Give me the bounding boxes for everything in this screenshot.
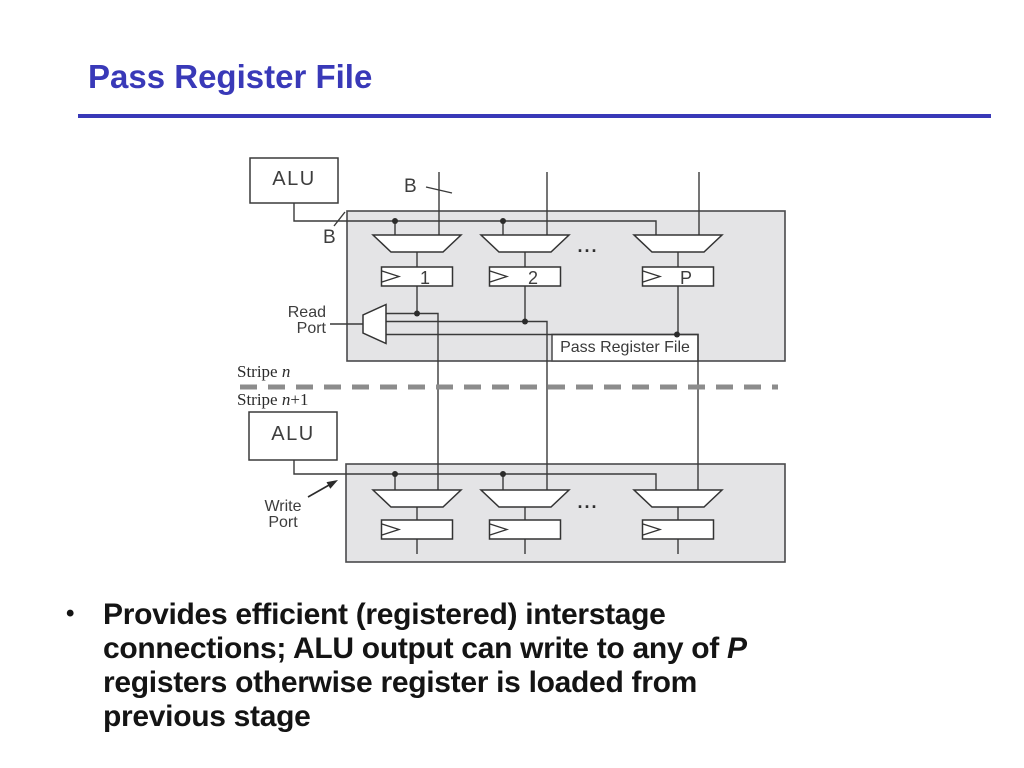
ellipsis-bottom: ... bbox=[577, 492, 599, 512]
junction-bus2-mux1 bbox=[392, 471, 398, 477]
wire-alu-bottom-bus bbox=[293, 460, 657, 491]
clock-wedge-regP bbox=[642, 270, 663, 283]
stripe-n-label: Stripe n bbox=[237, 362, 291, 381]
junction-bus2-mux2 bbox=[500, 471, 506, 477]
read-port-label: Read Port bbox=[287, 304, 326, 337]
mux1-top bbox=[371, 234, 463, 253]
pass-register-file-label: Pass Register File bbox=[560, 339, 690, 356]
bus-width-label-top: B bbox=[404, 176, 417, 197]
register2b-box bbox=[488, 519, 562, 540]
read-port-mux bbox=[362, 303, 387, 345]
register1-box bbox=[380, 266, 454, 287]
alu-bottom-box bbox=[248, 411, 338, 461]
alu-top-label: ALU bbox=[272, 168, 316, 190]
registerP-box bbox=[641, 266, 715, 287]
register1b-box bbox=[380, 519, 454, 540]
bus-width-slash-top bbox=[425, 186, 453, 194]
write-port-label: Write Port bbox=[264, 498, 302, 531]
stripe-n1-label: Stripe n+1 bbox=[237, 390, 309, 409]
clock-wedge-reg3b bbox=[642, 523, 663, 536]
bus-width-slash-alu bbox=[333, 211, 346, 227]
stripe-n1-box bbox=[345, 463, 786, 563]
clock-wedge-reg1 bbox=[381, 270, 402, 283]
bullet-marker: • bbox=[66, 600, 75, 627]
junction-read-regP bbox=[674, 331, 680, 338]
clock-wedge-reg1b bbox=[381, 523, 402, 536]
page-title: Pass Register File bbox=[88, 58, 373, 95]
wire-alu-top-bus bbox=[293, 203, 657, 236]
junction-read-reg2 bbox=[522, 318, 528, 325]
bullet-text: Provides efficient (registered) intersta… bbox=[103, 598, 923, 734]
bullet-line-1: Provides efficient (registered) intersta… bbox=[103, 598, 666, 631]
bullet-line-3: registers otherwise register is loaded f… bbox=[103, 666, 697, 699]
wire-read-line2 bbox=[386, 320, 548, 490]
write-port-arrow-head bbox=[326, 480, 338, 489]
title-underline bbox=[78, 114, 991, 118]
junction-bus1-mux2 bbox=[500, 218, 506, 224]
registerP-label: P bbox=[679, 268, 692, 288]
write-port-arrow-line bbox=[307, 483, 331, 498]
bullet-line-4: previous stage bbox=[103, 700, 311, 733]
register2-box bbox=[488, 266, 562, 287]
prf-label-box bbox=[551, 333, 699, 362]
bus-width-label-alu: B bbox=[323, 227, 336, 248]
mux1-bottom bbox=[371, 489, 463, 508]
junction-read-reg1 bbox=[414, 310, 420, 317]
clock-wedge-reg2 bbox=[489, 270, 510, 283]
register2-label: 2 bbox=[527, 268, 538, 288]
alu-bottom-label: ALU bbox=[271, 423, 315, 445]
mux2-bottom bbox=[479, 489, 571, 508]
register3b-box bbox=[641, 519, 715, 540]
alu-top-box bbox=[249, 157, 339, 204]
mux3-bottom bbox=[632, 489, 724, 508]
wire-read-line3 bbox=[386, 333, 699, 490]
ellipsis-top: ... bbox=[577, 236, 599, 256]
clock-wedge-reg2b bbox=[489, 523, 510, 536]
italic-P: P bbox=[727, 632, 747, 665]
junction-bus1-mux1 bbox=[392, 218, 398, 224]
mux3-top bbox=[632, 234, 724, 253]
wire-read-line1 bbox=[386, 312, 439, 490]
mux2-top bbox=[479, 234, 571, 253]
register1-label: 1 bbox=[419, 268, 430, 288]
bullet-line-2: connections; ALU output can write to any… bbox=[103, 632, 747, 665]
